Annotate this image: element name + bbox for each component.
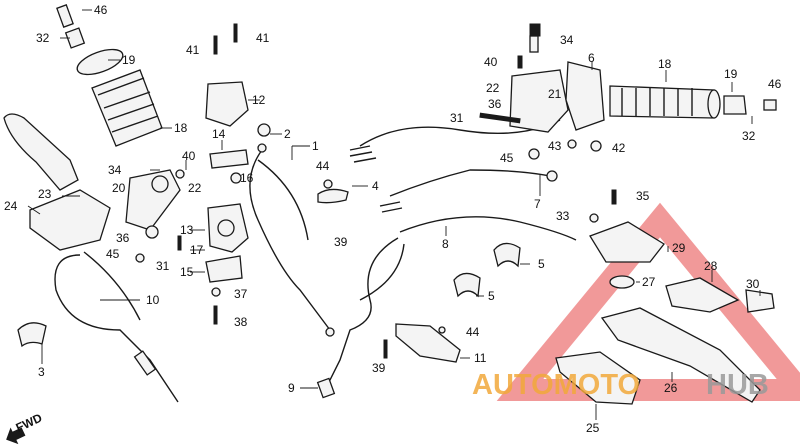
throttle-housing	[479, 61, 605, 133]
callout-label: 23	[38, 187, 52, 201]
callout-label: 36	[488, 97, 502, 111]
front-brake-lever	[555, 221, 775, 405]
callout-label: 46	[94, 3, 108, 17]
callout-label: 41	[256, 31, 270, 45]
callout-label: 5	[538, 257, 545, 271]
switch-housing-upper	[205, 81, 249, 127]
callout-label: 38	[234, 315, 248, 329]
callout-label: 44	[466, 325, 480, 339]
choke-cable	[249, 143, 335, 337]
callout-label: 39	[334, 235, 348, 249]
callout-label: 28	[704, 259, 718, 273]
cable-bands	[453, 242, 521, 298]
callout-label: 6	[588, 51, 595, 65]
callout-label: 18	[174, 121, 188, 135]
watermark-text-hub: HUB	[706, 369, 769, 401]
callout-label: 17	[190, 243, 204, 257]
callout-label: 2	[284, 127, 291, 141]
small-bolts-left	[135, 23, 271, 325]
callout-label: 35	[636, 189, 650, 203]
switch-housing-lower	[205, 203, 249, 283]
left-grip	[76, 48, 163, 147]
watermark-logo: AUTOMOTO HUB	[472, 369, 769, 401]
callout-label: 33	[556, 209, 570, 223]
grip-end-bolt	[56, 4, 86, 49]
bar-end-weight	[723, 95, 777, 115]
fwd-arrow	[6, 427, 26, 445]
clutch-lever	[3, 113, 111, 251]
callout-label: 39	[372, 361, 386, 375]
callout-label: 3	[38, 365, 45, 379]
choke-lever	[209, 149, 249, 184]
callout-label: 31	[156, 259, 170, 273]
watermark-triangle	[496, 202, 800, 401]
callout-label: 46	[768, 77, 782, 91]
callout-label: 10	[146, 293, 160, 307]
watermark-text-auto: AUTOMOTO	[472, 369, 640, 401]
callout-label: 19	[122, 53, 136, 67]
callout-label: 43	[548, 139, 562, 153]
callout-label: 22	[188, 181, 202, 195]
callout-label: 5	[488, 289, 495, 303]
callout-label: 31	[450, 111, 464, 125]
callout-label: 41	[186, 43, 200, 57]
wire-harness	[317, 119, 561, 204]
callout-label: 34	[560, 33, 574, 47]
callout-label: 20	[112, 181, 126, 195]
callout-label: 30	[746, 277, 760, 291]
callout-label: 11	[474, 351, 487, 365]
callout-label: 40	[484, 55, 498, 69]
callout-label: 9	[288, 381, 295, 395]
callout-label: 45	[500, 151, 514, 165]
callout-label: 4	[372, 179, 379, 193]
callout-label: 32	[36, 31, 50, 45]
right-small-parts	[517, 23, 617, 223]
callout-label: 22	[486, 81, 500, 95]
callout-label: 40	[182, 149, 196, 163]
callout-label: 14	[212, 127, 226, 141]
callout-label: 26	[664, 381, 678, 395]
callout-label: 19	[724, 67, 738, 81]
callout-label: 13	[180, 223, 194, 237]
cable-clip	[17, 322, 47, 348]
fwd-label: FWD	[14, 411, 45, 435]
callout-label: 15	[180, 265, 194, 279]
callout-label: 37	[234, 287, 248, 301]
clutch-cable	[54, 251, 179, 403]
callout-label: 12	[252, 93, 266, 107]
callout-label: 32	[742, 129, 756, 143]
callout-label: 1	[312, 139, 319, 153]
callout-label: 44	[316, 159, 330, 173]
callout-label: 21	[548, 87, 562, 101]
leader-lines	[27, 9, 761, 420]
callout-label: 36	[116, 231, 130, 245]
callout-label: 16	[240, 171, 254, 185]
lever-perch	[125, 169, 181, 239]
callout-label: 27	[642, 275, 656, 289]
callout-label: 45	[106, 247, 120, 261]
throttle-cable	[316, 216, 577, 399]
switch-wires	[379, 169, 551, 213]
callout-label: 7	[534, 197, 541, 211]
callout-label: 24	[4, 199, 18, 213]
callout-label: 8	[442, 237, 449, 251]
callout-label: 29	[672, 241, 686, 255]
right-grip	[609, 85, 721, 119]
callout-label: 34	[108, 163, 122, 177]
mirror-holder	[383, 323, 461, 363]
callout-label: 18	[658, 57, 672, 71]
callout-label: 42	[612, 141, 626, 155]
callout-label: 25	[586, 421, 600, 435]
